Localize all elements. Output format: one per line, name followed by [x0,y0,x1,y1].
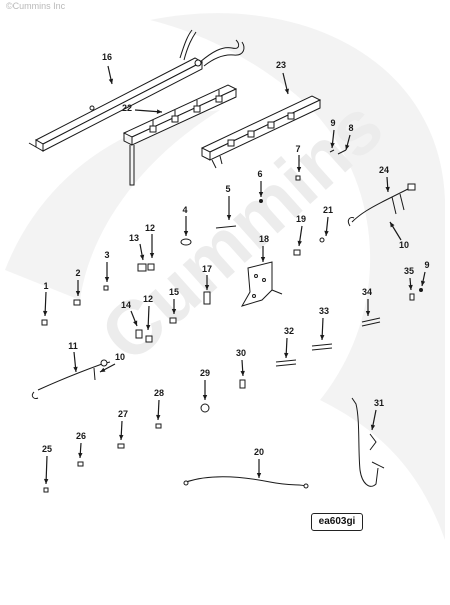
callout-label-11: 11 [68,341,78,351]
callout-label-21: 21 [323,205,333,215]
callout-label-5: 5 [225,184,230,194]
arrow-head-12 [146,324,151,330]
arrow-head-11 [73,366,78,372]
arrow-head-10 [390,222,395,228]
callout-label-25: 25 [42,444,52,454]
callout-label-28: 28 [154,388,164,398]
callout-label-4: 4 [182,205,187,215]
callout-label-17: 17 [202,264,212,274]
arrow-head-6 [258,192,264,197]
callout-label-9: 9 [330,118,335,128]
arrow-head-14 [133,320,138,326]
arrow-head-20 [256,473,262,478]
callout-label-10: 10 [399,240,409,250]
parts [28,29,423,493]
watermark-swoosh-lower [5,110,220,300]
callout-label-27: 27 [118,409,128,419]
arrow-head-8 [345,144,350,150]
arrow-head-7 [296,167,302,172]
callout-label-6: 6 [257,169,262,179]
part-11-harness [31,359,111,399]
part-23-injector-rail [200,95,322,169]
arrow-head-35 [408,284,413,290]
arrow-head-31 [370,424,376,430]
arrow-head-24 [385,186,390,192]
callout-label-12: 12 [145,223,155,233]
callout-label-2: 2 [75,268,80,278]
callout-label-9: 9 [424,260,429,270]
arrow-head-18 [260,257,266,262]
callout-label-19: 19 [296,214,306,224]
arrow-head-28 [156,414,161,420]
arrow-head-32 [284,352,289,358]
callout-label-12: 12 [143,294,153,304]
arrow-head-9 [330,142,335,148]
part-20-tube [183,476,309,489]
callout-label-35: 35 [404,266,414,276]
callout-label-20: 20 [254,447,264,457]
callout-label-13: 13 [129,233,139,243]
arrow-head-2 [75,291,81,296]
callout-label-14: 14 [121,300,131,310]
callout-label-7: 7 [295,144,300,154]
arrow-head-29 [202,395,208,400]
arrow-head-10 [100,367,106,372]
arrow-head-1 [43,310,48,316]
part-24-harness [347,183,416,227]
callout-label-3: 3 [104,250,109,260]
small-parts [41,149,423,493]
arrow-head-3 [104,277,110,282]
arrow-head-16 [108,78,114,84]
callout-label-29: 29 [200,368,210,378]
arrow-head-30 [240,370,245,376]
arrow-head-26 [78,452,83,458]
callout-label-1: 1 [43,281,48,291]
callout-label-33: 33 [319,306,329,316]
arrow-head-12 [149,253,155,258]
arrow-head-13 [139,254,145,260]
arrow-head-5 [226,215,232,220]
callout-label-15: 15 [169,287,179,297]
callout-label-26: 26 [76,431,86,441]
drawing-code-label: ea603gi [311,513,363,531]
callout-label-32: 32 [284,326,294,336]
part-18-bracket [240,261,283,307]
callout-label-24: 24 [379,165,389,175]
leader-arrows [43,65,426,485]
callout-label-34: 34 [362,287,372,297]
watermark-swoosh [150,13,445,541]
arrow-head-21 [324,230,329,236]
arrow-head-27 [119,434,124,440]
callout-label-23: 23 [276,60,286,70]
part-22-injector-rail [122,84,238,186]
arrow-head-34 [365,311,371,316]
part-31-tube [351,397,385,487]
callout-label-16: 16 [102,52,112,62]
callout-label-10: 10 [115,352,125,362]
callout-label-18: 18 [259,234,269,244]
part-16-rail [28,29,245,152]
callout-label-31: 31 [374,398,384,408]
arrow-head-19 [297,240,302,246]
arrow-head-9 [420,280,426,286]
arrow-head-25 [43,478,49,484]
arrow-head-15 [171,309,177,314]
arrow-head-17 [204,285,210,290]
arrow-head-23 [284,88,289,94]
arrow-head-22 [156,109,162,114]
copyright-notice: ©Cummins Inc [6,1,66,11]
arrow-head-4 [183,231,189,236]
arrow-head-33 [320,334,325,340]
callout-label-8: 8 [348,123,353,133]
callout-label-30: 30 [236,348,246,358]
callout-label-22: 22 [122,103,132,113]
